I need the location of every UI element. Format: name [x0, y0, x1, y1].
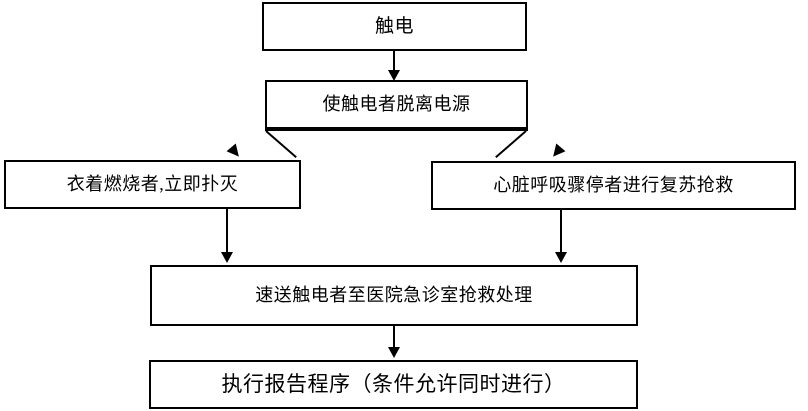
edge-transport-to-report-arrowhead-icon: [388, 347, 400, 358]
flowchart-node-resuscitate: 心脏呼吸骤停者进行复苏抢救: [431, 161, 796, 210]
edge-extinguish-to-transport-line: [226, 209, 228, 254]
edge-disconnect-to-resuscitate-arrowhead-icon: [548, 143, 566, 161]
flowchart-node-report-label: 执行报告程序（条件允许同时进行）: [221, 372, 566, 397]
flowchart-node-transport: 速送触电者至医院急诊室抢救处理: [150, 265, 638, 326]
edge-transport-to-report-line: [393, 326, 395, 350]
edge-disconnect-to-resuscitate-line: [495, 130, 527, 158]
flowchart-node-extinguish: 衣着燃烧者,立即扑灭: [4, 160, 301, 209]
edge-disconnect-to-extinguish-arrowhead-icon: [226, 143, 244, 161]
edge-incident-to-disconnect-line: [393, 51, 395, 73]
flowchart-node-incident-label: 触电: [374, 15, 414, 37]
edge-disconnect-to-extinguish-line: [265, 130, 297, 158]
edge-branch-spine-line: [265, 129, 528, 131]
flowchart-node-report: 执行报告程序（条件允许同时进行）: [149, 360, 638, 409]
edge-incident-to-disconnect-arrowhead-icon: [388, 70, 400, 81]
flowchart-node-transport-label: 速送触电者至医院急诊室抢救处理: [255, 285, 533, 306]
flowchart-node-extinguish-label: 衣着燃烧者,立即扑灭: [66, 174, 239, 195]
flowchart-node-resuscitate-label: 心脏呼吸骤停者进行复苏抢救: [493, 175, 734, 196]
flowchart-node-disconnect: 使触电者脱离电源: [265, 80, 528, 129]
flowchart-node-disconnect-label: 使触电者脱离电源: [322, 94, 471, 115]
flowchart-node-incident: 触电: [262, 2, 527, 51]
edge-resuscitate-to-transport-arrowhead-icon: [555, 252, 567, 263]
edge-extinguish-to-transport-arrowhead-icon: [221, 252, 233, 263]
edge-resuscitate-to-transport-line: [560, 210, 562, 254]
